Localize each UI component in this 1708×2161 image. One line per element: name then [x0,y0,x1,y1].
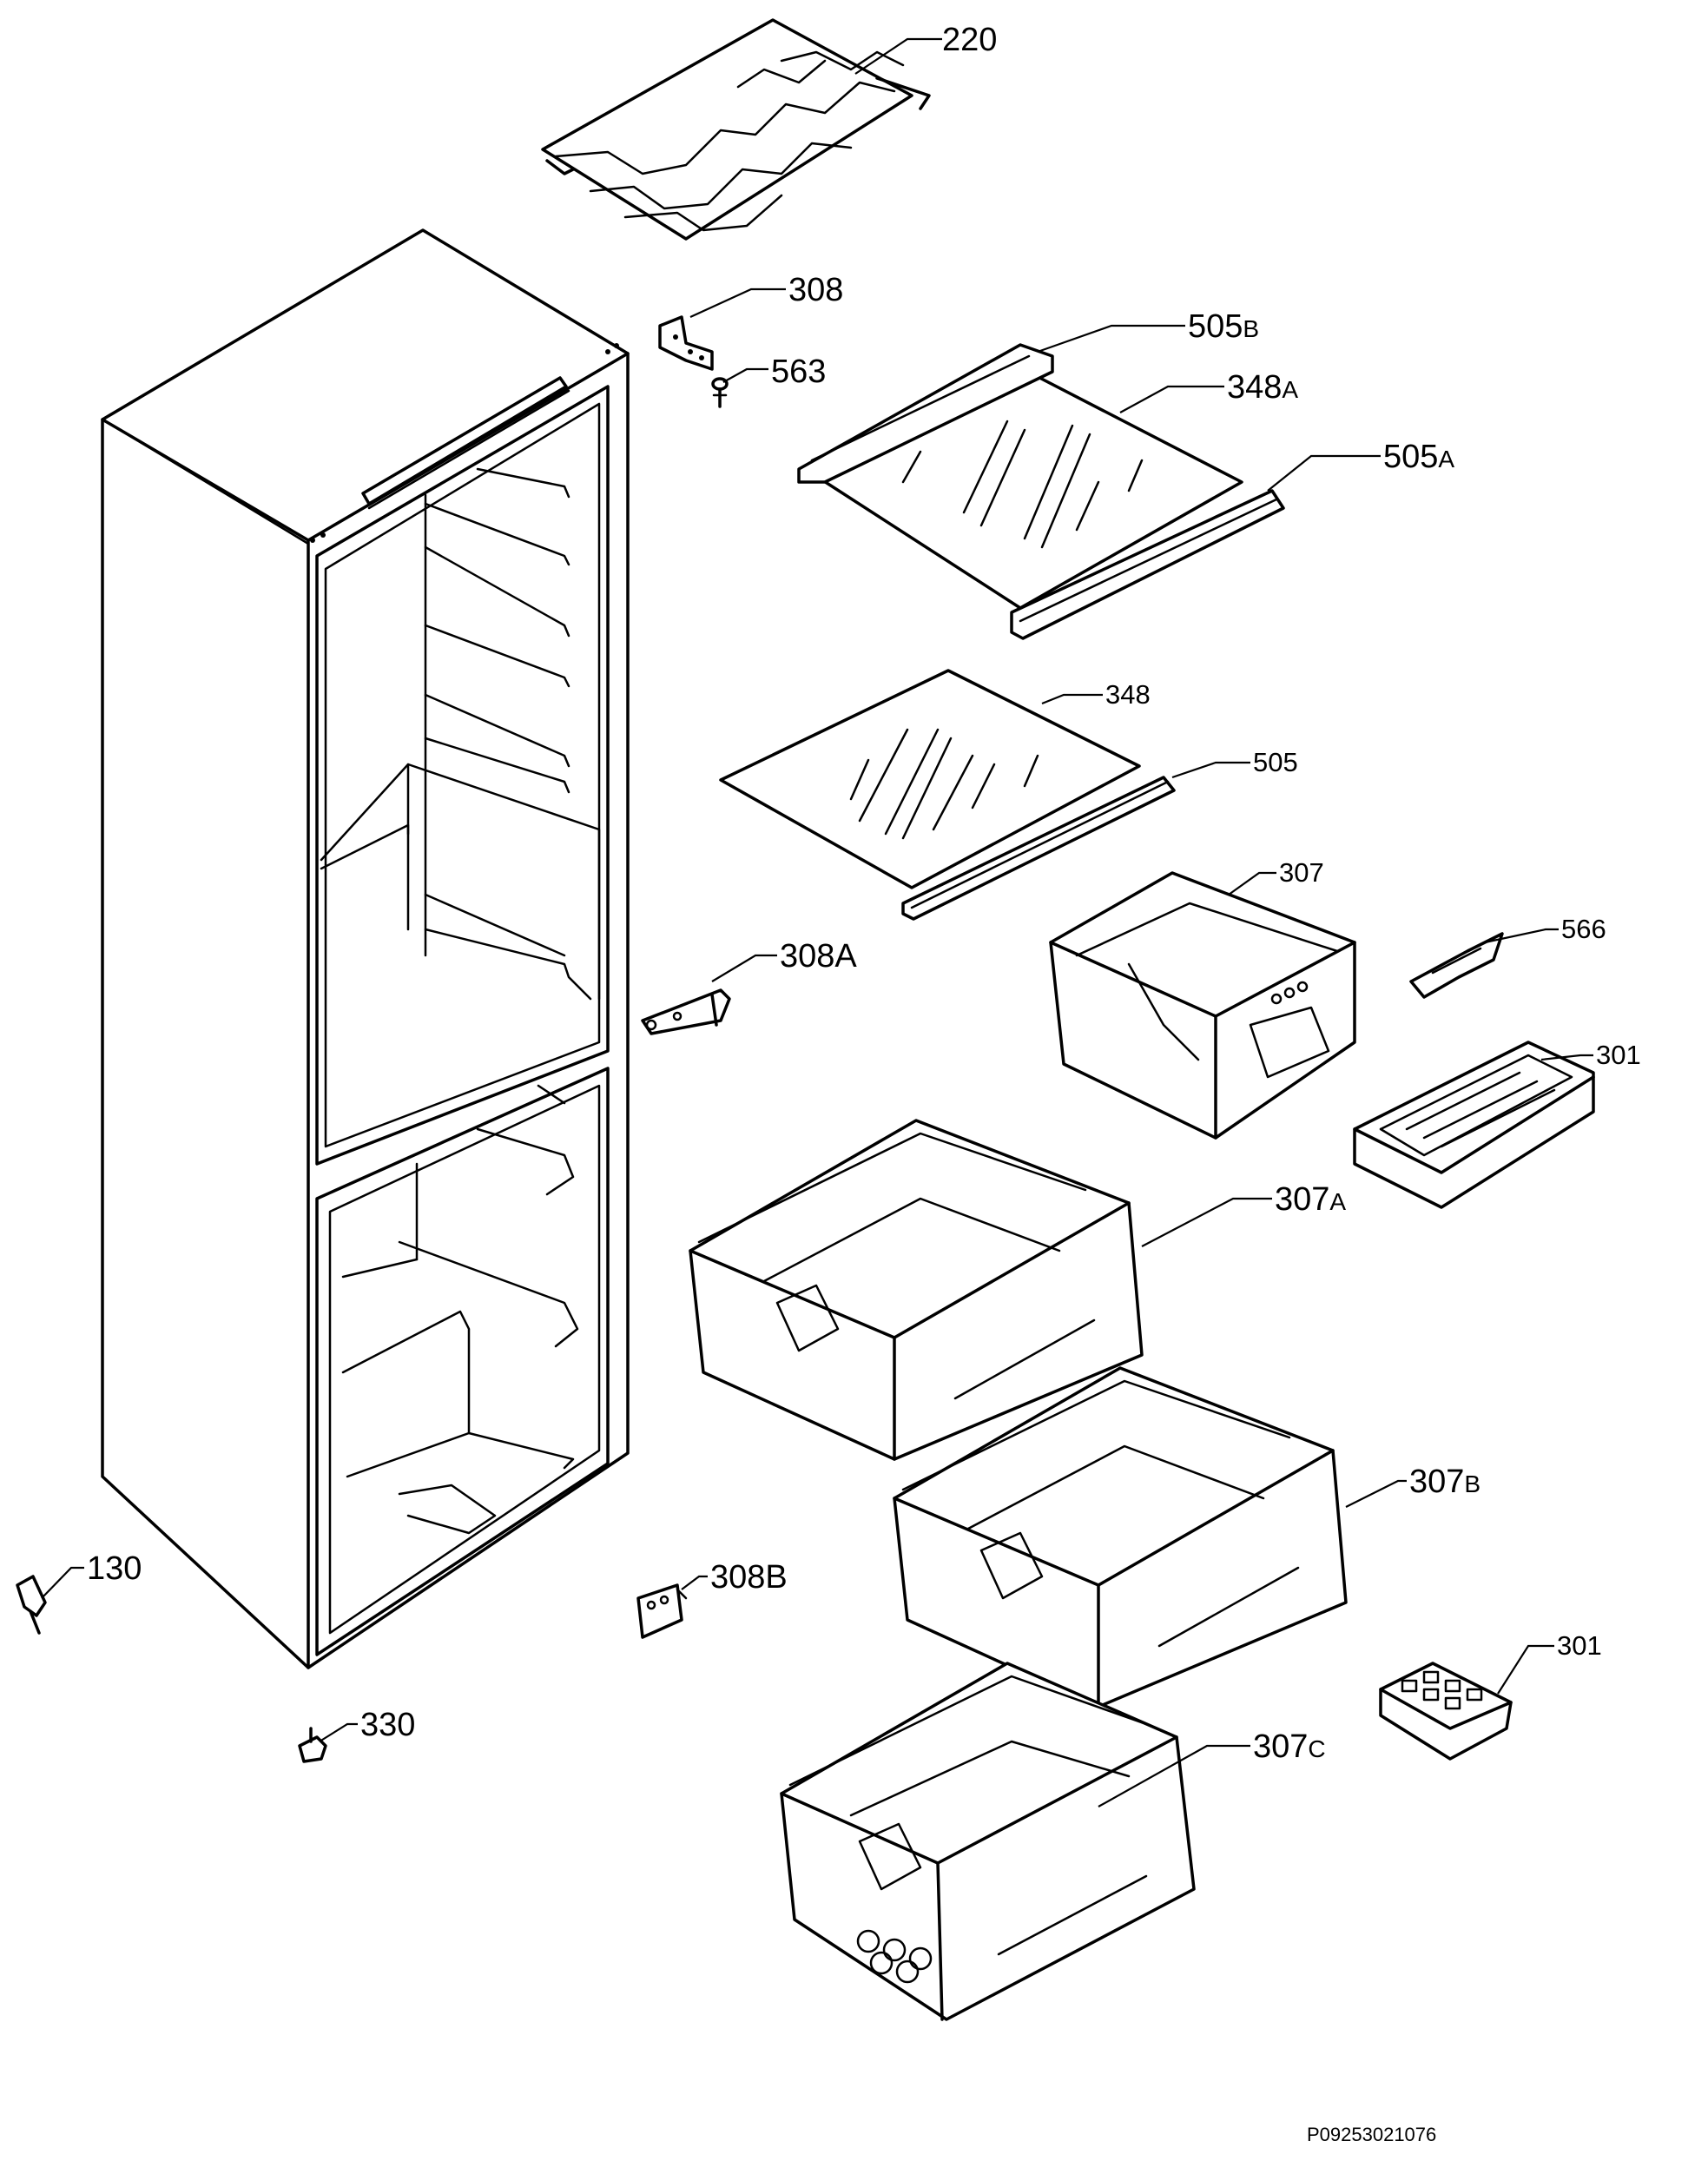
label-505b: 505B [1188,308,1259,345]
label-566: 566 [1561,914,1606,944]
label-330: 330 [360,1707,415,1743]
label-307a: 307A [1275,1181,1346,1218]
label-307c: 307C [1253,1728,1326,1765]
label-563: 563 [771,354,826,390]
leveling-foot [16,1575,47,1635]
label-348: 348 [1105,679,1151,710]
shelf-trim-lower [901,776,1176,921]
top-hinge [658,315,714,371]
label-348a: 348A [1227,369,1298,406]
hinge-pin [711,377,729,408]
label-307: 307 [1279,857,1324,888]
base-screw [298,1727,327,1763]
label-308b: 308B [710,1559,788,1596]
tray-upper [1353,1041,1595,1209]
freezer-drawer-c [780,1662,1196,2021]
label-308: 308 [788,272,843,308]
label-505: 505 [1253,747,1298,777]
label-505a: 505A [1383,439,1454,475]
freezer-drawer-a [689,1119,1144,1461]
document-code: P09253021076 [1307,2124,1436,2145]
glass-shelf-upper [810,367,1243,610]
glass-shelf-lower [719,669,1141,889]
part-labels: 220 308 563 505B 348A 505A 348 505 307 5… [87,22,1641,1765]
label-307b: 307B [1409,1464,1480,1500]
fridge-cabinet [101,228,630,1669]
shelf-trim-front [1010,489,1285,640]
freezer-drawer-b [893,1366,1348,1708]
ice-cube-tray [1379,1662,1513,1761]
leader-lines [41,37,1593,1807]
small-bin [1049,871,1356,1140]
label-301-lower: 301 [1557,1630,1602,1661]
middle-hinge [641,988,731,1035]
label-308a: 308A [780,938,857,975]
shelf-trim-rear [797,343,1054,484]
label-130: 130 [87,1550,142,1587]
label-220: 220 [942,22,997,58]
bottom-hinge [636,1583,688,1639]
clip [1409,932,1504,999]
label-301-upper: 301 [1596,1040,1641,1070]
wine-rack [541,18,931,241]
